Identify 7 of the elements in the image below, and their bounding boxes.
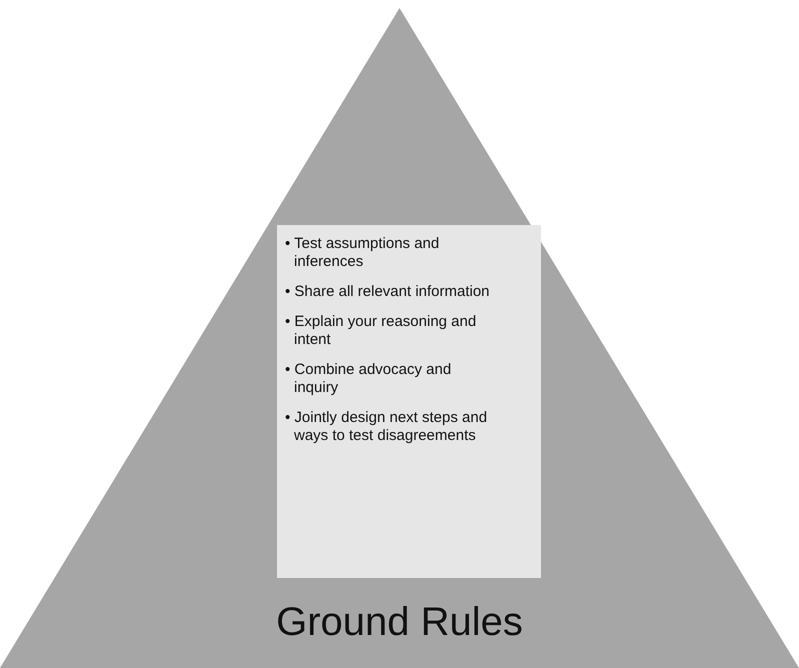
text-panel [277,225,541,578]
pyramid-title: Ground Rules [275,600,524,645]
list-item: • Jointly design next steps and ways to test disagreements [285,409,488,445]
list-item: • Explain your reasoning and intent [285,313,478,349]
list-item: • Test assumptions and inferences [285,235,440,271]
list-item: • Share all relevant information [285,283,491,301]
list-item: • Combine advocacy and inquiry [285,361,452,397]
